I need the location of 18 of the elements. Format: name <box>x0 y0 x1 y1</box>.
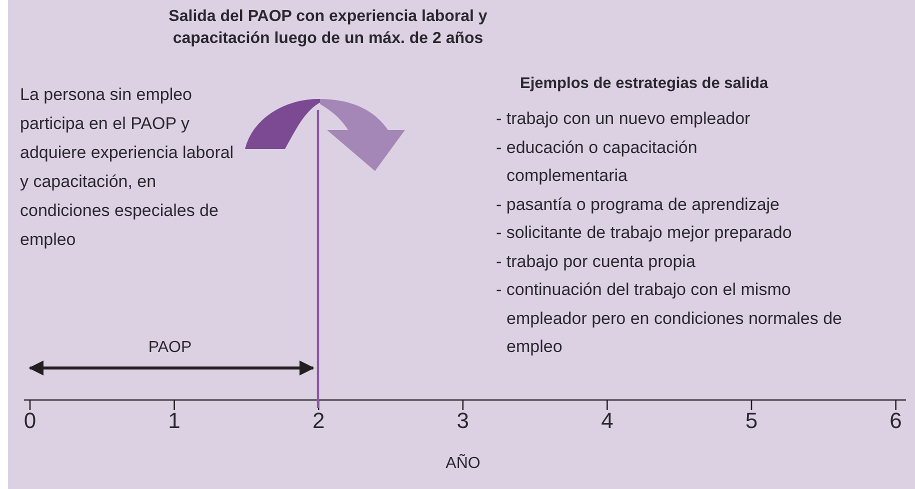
tick-label: 0 <box>22 407 38 435</box>
list-item: - continuación del trabajo con el mismo empleador pero en condiciones normales de empleo <box>496 279 844 358</box>
tick-label: 6 <box>888 407 903 435</box>
list-item: - educación o capacitación complementaria <box>496 136 698 187</box>
tick-label: 4 <box>600 407 614 435</box>
description-text: La persona sin empleo participa en el PAOP y adquiere experiencia laboral y capacitación, en condiciones especiales de empleo <box>20 84 235 251</box>
tick-label: 3 <box>456 407 470 435</box>
tick-label: 5 <box>744 407 759 435</box>
tick-label: 1 <box>167 407 182 435</box>
list-item: - pasantía o programa de aprendizaje <box>496 194 781 216</box>
axis-title: AÑO <box>444 453 482 474</box>
span-label: PAOP <box>147 338 193 358</box>
list-item: - trabajo con un nuevo empleador <box>496 108 752 130</box>
title: Salida del PAOP con experiencia laboral y capacitación luego de un máx. de 2 años <box>168 7 488 49</box>
tick-label: 2 <box>311 407 326 435</box>
list-item: - trabajo por cuenta propia <box>496 250 696 272</box>
list-heading: Ejemplos de estrategias de salida <box>520 74 770 94</box>
list-item: - solicitante de trabajo mejor preparado <box>496 222 793 244</box>
